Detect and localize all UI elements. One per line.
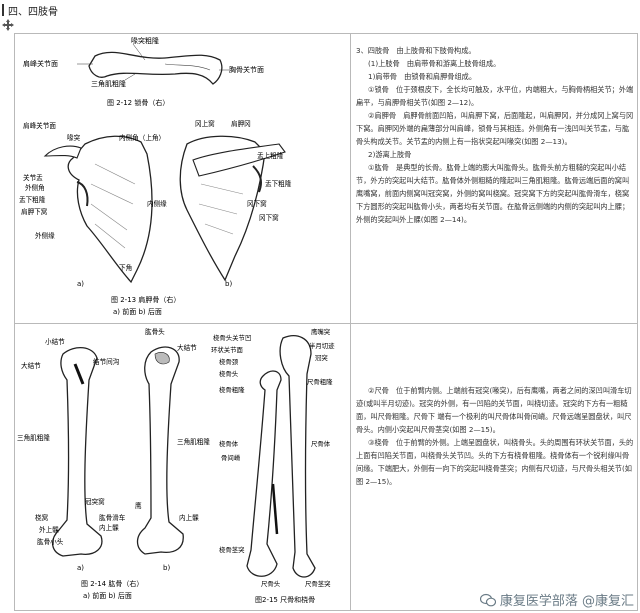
label-214-10: 外上髁 <box>39 525 59 534</box>
caption-fig-2-15: 图2-15 尺骨和桡骨 <box>255 595 315 604</box>
move-handle-icon[interactable] <box>2 19 14 31</box>
label-214-1: 小结节 <box>45 337 65 346</box>
table-divider-vertical <box>350 33 351 611</box>
para-top-3: 1)肩带骨 由锁骨和肩胛骨组成。 <box>368 72 477 81</box>
wechat-icon <box>479 593 496 606</box>
label-213-5: 肩胛冈 <box>231 119 251 128</box>
para-top-4: ①锁骨 位于颈根皮下，全长均可触及，水平位，内端粗大，与胸骨柄相关节；外端扁平，… <box>356 85 634 107</box>
label-213-3: 内侧角（上角） <box>119 133 165 142</box>
label-214-4: 肱骨头 <box>145 327 165 336</box>
table-divider-horizontal <box>14 323 638 324</box>
label-214-8: 冠突窝 <box>85 497 105 506</box>
label-214-11: 内上髁 <box>99 523 119 532</box>
label-215-7: 桡骨头 <box>219 369 239 378</box>
label-213-16: 冈下窝 <box>259 213 279 222</box>
caption-fig-2-13: 图 2-13 肩胛骨（右） <box>111 295 180 304</box>
header-bar <box>2 4 4 16</box>
subcaption-fig-2-13: a) 前面 b) 后面 <box>113 307 162 316</box>
label-213-10: 盂上粗隆 <box>257 151 284 160</box>
content-table <box>14 33 638 611</box>
para-top-7: ①肱骨 是典型的长骨。肱骨上端的膨大叫肱骨头。肱骨头前方粗糙的突起叫小结节，外方… <box>356 163 630 224</box>
label-212-2: 肩峰关节面 <box>23 59 58 68</box>
para-top-6: 2)游离上肢骨 <box>368 150 412 159</box>
subcaption-fig-2-14: a) 前面 b) 后面 <box>83 591 132 600</box>
label-215-15: 尺骨茎突 <box>305 579 331 588</box>
label-213-11: 内侧缘 <box>147 199 167 208</box>
header: 四、四肢骨 <box>0 0 640 20</box>
label-214-15: 内上髁 <box>179 513 199 522</box>
label-214-12: 肱骨小头 <box>37 537 64 546</box>
label-213-9: 肩胛下窝 <box>21 207 48 216</box>
para-top-5: ②肩胛骨 肩胛骨前面凹陷，叫肩胛下窝，后面隆起，叫肩胛冈，并分成冈上窝与冈下窝。… <box>356 111 634 146</box>
watermark-text: 康复医学部落 @康复汇 <box>499 594 634 609</box>
label-214-6: 三角肌粗隆 <box>17 433 50 442</box>
label-213-1: 肩峰关节面 <box>23 121 56 130</box>
label-214-3: 结节间沟 <box>93 357 120 366</box>
text-block-top: 3、四肢骨 由上肢骨和下肢骨构成。 (1)上肢骨 由肩带骨和游离上肢骨组成。 1… <box>356 44 636 226</box>
caption-fig-2-14: 图 2-14 肱骨（右） <box>81 579 143 588</box>
caption-fig-2-12: 图 2-12 锁骨（右） <box>107 98 169 107</box>
label-215-5: 冠突 <box>315 353 328 362</box>
figure-humerus-radius-ulna: 小结节 大结节 结节间沟 肱骨头 大结节 三角肌粗隆 三角肌粗隆 冠突窝 桡窝 … <box>17 327 335 604</box>
label-214-14: 鹰 <box>135 501 142 510</box>
label-215-10: 桡骨体 <box>219 439 239 448</box>
label-214-2: 大结节 <box>21 361 41 370</box>
label-214-9: 桡窝 <box>35 513 49 522</box>
label-212-4: 三角肌粗隆 <box>91 79 126 88</box>
label-215-4: 环状关节面 <box>211 345 244 354</box>
text-block-bottom: ②尺骨 位于前臂内侧。上端前有冠突(喙突)，后有鹰嘴，两者之间的深凹叫滑车切迹(… <box>356 384 636 488</box>
label-212-1: 喙突粗隆 <box>131 36 159 45</box>
para-top-1: 3、四肢骨 由上肢骨和下肢骨构成。 <box>356 46 476 55</box>
label-214-13: 肱骨滑车 <box>99 513 126 522</box>
label-213-2: 喙突 <box>67 133 81 142</box>
label-215-2: 桡骨头关节凹 <box>213 333 251 342</box>
label-215-12: 骨间嵴 <box>221 453 241 462</box>
label-215-9: 桡骨粗隆 <box>219 385 245 394</box>
label-213-12: 盂下粗隆 <box>265 179 292 188</box>
fig-213-b-label: b) <box>225 280 232 288</box>
fig-214-b-label: b) <box>163 564 170 572</box>
label-213-14: 冈下窝 <box>247 199 267 208</box>
figure-clavicle-scapula: 喙突粗隆 肩峰关节面 胸骨关节面 三角肌粗隆 图 2-12 锁骨（右） 肩峰关节… <box>19 36 292 316</box>
label-215-14: 尺骨头 <box>261 579 281 588</box>
fig-214-a-label: a) <box>77 564 84 572</box>
label-213-13: 外侧缘 <box>35 231 55 240</box>
label-213-4: 冈上窝 <box>195 119 215 128</box>
fig-213-a-label: a) <box>77 280 84 288</box>
label-215-13: 桡骨茎突 <box>219 545 245 554</box>
label-214-5: 大结节 <box>177 343 197 352</box>
label-215-6: 桡骨颈 <box>219 357 239 366</box>
label-215-1: 鹰嘴突 <box>311 327 331 336</box>
label-213-6: 关节盂 <box>23 173 43 182</box>
label-213-15: 下角 <box>119 263 132 272</box>
label-215-3: 半月切迹 <box>309 341 335 350</box>
label-214-7: 三角肌粗隆 <box>177 437 210 446</box>
label-213-7: 外侧角 <box>25 183 45 192</box>
para-bottom-2: ③桡骨 位于前臂的外侧。上端呈圆盘状，叫桡骨头。头的周围有环状关节面，头的上面有… <box>356 438 634 486</box>
watermark: 康复医学部落 @康复汇 <box>479 590 634 609</box>
label-212-3: 胸骨关节面 <box>229 65 264 74</box>
label-215-11: 尺骨体 <box>311 439 331 448</box>
para-top-2: (1)上肢骨 由肩带骨和游离上肢骨组成。 <box>368 59 501 68</box>
page-title: 四、四肢骨 <box>8 7 58 18</box>
para-bottom-1: ②尺骨 位于前臂内侧。上端前有冠突(喙突)，后有鹰嘴，两者之间的深凹叫滑车切迹(… <box>356 386 632 434</box>
label-213-8: 盂下粗隆 <box>19 195 46 204</box>
label-215-8: 尺骨粗隆 <box>307 377 333 386</box>
